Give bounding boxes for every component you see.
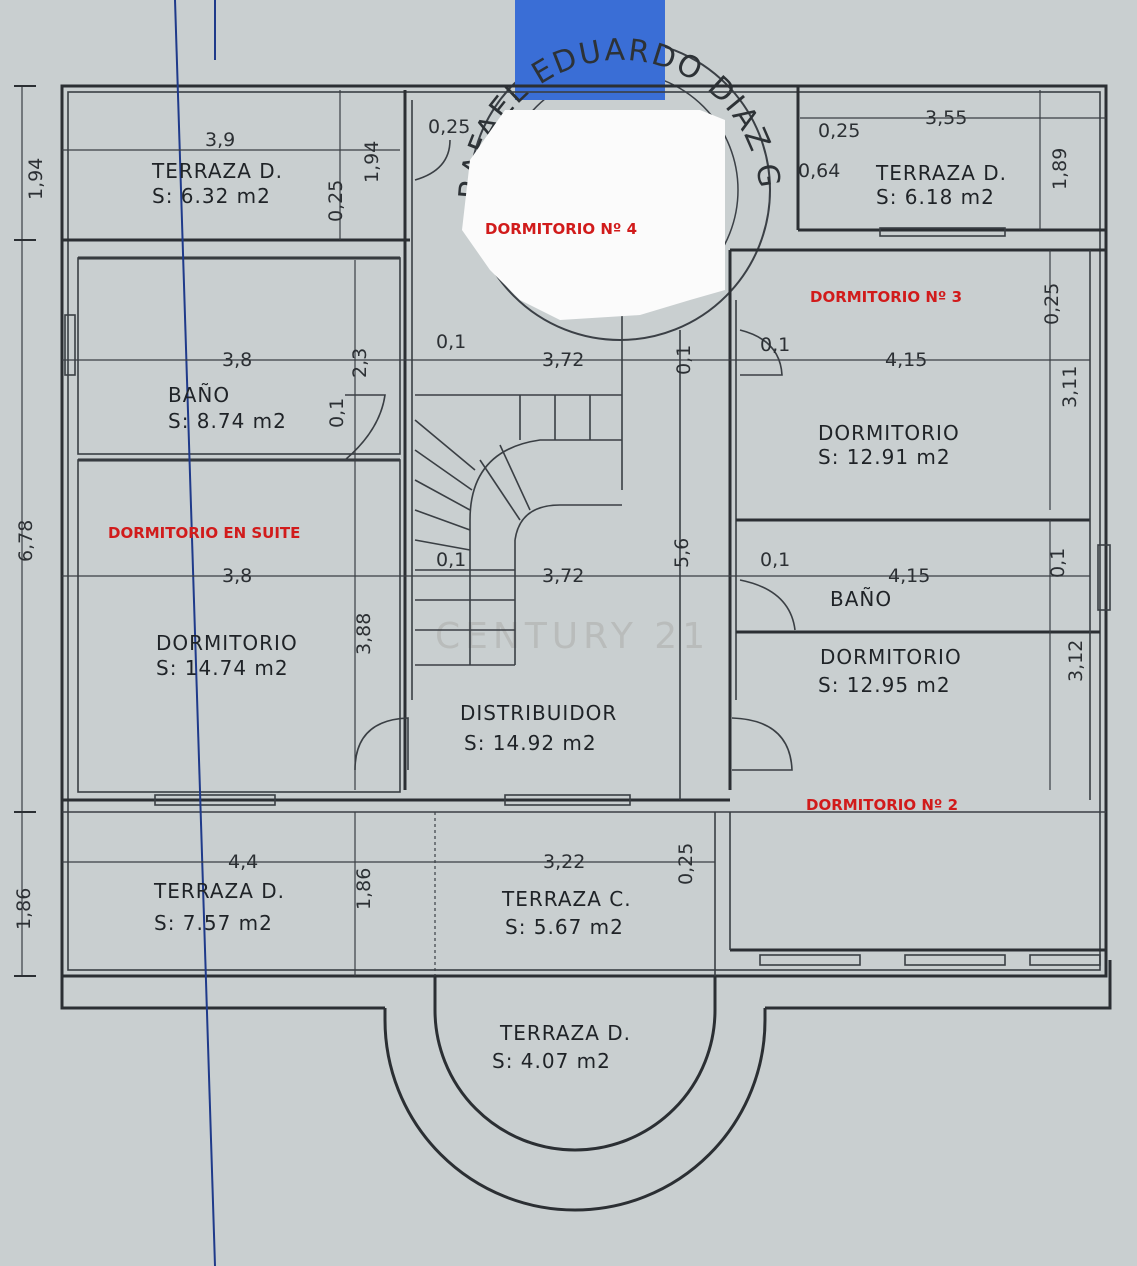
doors [344, 139, 796, 771]
suite-area: S: 14.74 m2 [156, 656, 289, 680]
terraza-ne-name: TERRAZA D. [875, 161, 1007, 185]
semicircular-terrace [383, 812, 767, 1212]
terraza-nw-area: S: 6.32 m2 [152, 184, 271, 208]
dim-4-15-top: 4,15 [885, 349, 927, 371]
distribuidor-name: DISTRIBUIDOR [460, 701, 617, 725]
dim-3-88: 3,88 [353, 613, 375, 655]
terraza-ne-area: S: 6.18 m2 [876, 185, 995, 209]
dim-3-72-bottom: 3,72 [542, 565, 584, 587]
interior-walls [62, 86, 1106, 952]
terraza-nw-name: TERRAZA D. [151, 159, 283, 183]
dorm3-area: S: 12.91 m2 [818, 445, 951, 469]
dim-3-72-top: 3,72 [542, 349, 584, 371]
watermark: CENTURY 21 [435, 616, 710, 657]
terraza-sw-area: S: 7.57 m2 [154, 911, 273, 935]
dim-0-25-bottom: 0,25 [675, 843, 697, 885]
bano-area: S: 8.74 m2 [168, 409, 287, 433]
dim-1-86-left: 1,86 [13, 888, 35, 930]
dim-3-12: 3,12 [1065, 640, 1087, 682]
label-dormitorio-3: DORMITORIO Nº 3 [810, 288, 962, 306]
suite-name: DORMITORIO [156, 631, 298, 655]
dim-0-25-right: 0,25 [1041, 283, 1063, 325]
dim-0-1-e: 0,1 [436, 549, 466, 571]
red-annotations: DORMITORIO Nº 4 DORMITORIO Nº 3 DORMITOR… [108, 220, 962, 814]
dim-5-6: 5,6 [671, 538, 693, 568]
bano-name: BAÑO [168, 383, 230, 407]
bano2-name: BAÑO [830, 587, 892, 611]
dimension-labels: 3,9 0,25 3,55 0,25 0,64 1,89 1,94 0,25 1… [13, 107, 1087, 930]
dim-0-1-d: 0,1 [326, 398, 348, 428]
dim-0-1-g: 0,1 [1047, 548, 1069, 578]
dorm3-name: DORMITORIO [818, 421, 960, 445]
dimension-lines [14, 85, 1106, 977]
dim-0-1-b: 0,1 [673, 345, 695, 375]
dim-0-1-c: 0,1 [760, 334, 790, 356]
dim-3-9: 3,9 [205, 129, 235, 151]
dim-3-8-top: 3,8 [222, 349, 252, 371]
terraza-c-area: S: 5.67 m2 [505, 915, 624, 939]
dim-1-89: 1,89 [1049, 148, 1071, 190]
label-dormitorio-2: DORMITORIO Nº 2 [806, 796, 958, 814]
dim-0-1-a: 0,1 [436, 331, 466, 353]
staircase [414, 394, 622, 666]
dim-1-86-mid: 1,86 [353, 868, 375, 910]
dim-0-25-ne: 0,25 [818, 120, 860, 142]
terraza-s-name: TERRAZA D. [499, 1021, 631, 1045]
dim-2-3: 2,3 [349, 348, 371, 378]
dim-1-94-mid: 1,94 [361, 141, 383, 183]
dim-0-25-top: 0,25 [428, 116, 470, 138]
dim-3-55: 3,55 [925, 107, 967, 129]
windows [64, 227, 1111, 966]
dim-6-78: 6,78 [15, 520, 37, 562]
redaction-patch [462, 110, 725, 320]
room-labels: TERRAZA D. S: 6.32 m2 TERRAZA D. S: 6.18… [151, 159, 1007, 1073]
terraza-sw-name: TERRAZA D. [153, 879, 285, 903]
dim-4-4: 4,4 [228, 851, 258, 873]
label-dormitorio-suite: DORMITORIO EN SUITE [108, 524, 300, 542]
dim-0-1-f: 0,1 [760, 549, 790, 571]
north-line [174, 0, 216, 1266]
dim-3-8-bottom: 3,8 [222, 565, 252, 587]
dim-1-94-left: 1,94 [25, 158, 47, 200]
distribuidor-area: S: 14.92 m2 [464, 731, 597, 755]
dim-0-25-vert: 0,25 [325, 180, 347, 222]
stamp-blue-block [515, 0, 665, 100]
dim-4-15-bottom: 4,15 [888, 565, 930, 587]
label-dormitorio-4: DORMITORIO Nº 4 [485, 220, 637, 238]
dim-3-22: 3,22 [543, 851, 585, 873]
dorm2-name: DORMITORIO [820, 645, 962, 669]
dim-3-11: 3,11 [1059, 366, 1081, 408]
outer-walls [60, 84, 1112, 1010]
terraza-s-area: S: 4.07 m2 [492, 1049, 611, 1073]
terraza-c-name: TERRAZA C. [501, 887, 632, 911]
dorm2-area: S: 12.95 m2 [818, 673, 951, 697]
dim-0-64: 0,64 [798, 160, 840, 182]
